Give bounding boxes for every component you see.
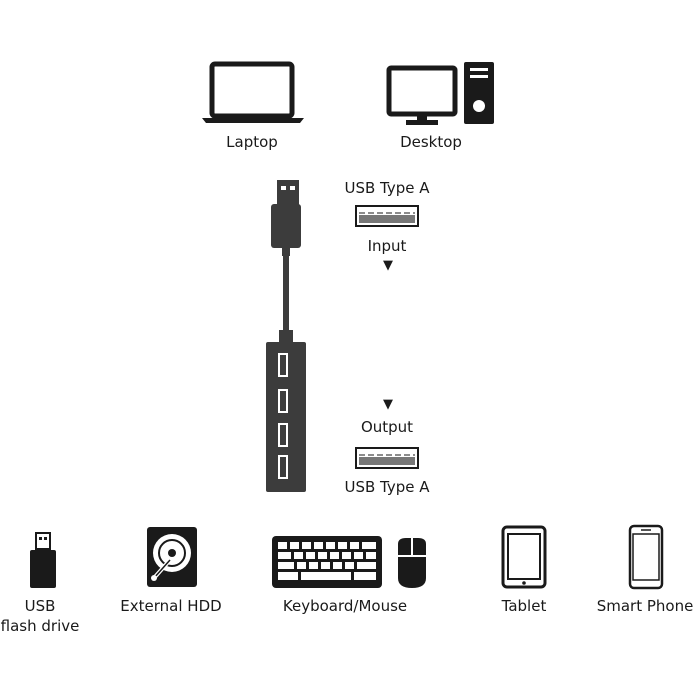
smartphone-label: Smart Phone xyxy=(596,597,694,615)
usb-flash-drive-icon xyxy=(30,532,56,588)
laptop-icon xyxy=(202,61,304,123)
hard-disk-icon xyxy=(147,527,197,587)
input-label: Input xyxy=(367,237,407,255)
usb-type-a-port-icon xyxy=(355,447,419,469)
smartphone-icon xyxy=(628,524,664,590)
tablet-icon xyxy=(501,525,547,589)
input-arrow: ▼ xyxy=(383,258,393,273)
external-hdd-label: External HDD xyxy=(120,597,222,615)
flash-drive-label-line2: flash drive xyxy=(0,617,80,635)
laptop-label: Laptop xyxy=(226,133,278,151)
usb-hub-icon xyxy=(266,180,306,492)
output-label: Output xyxy=(360,418,414,436)
keyboard-mouse-label: Keyboard/Mouse xyxy=(282,597,408,615)
input-port-type-label: USB Type A xyxy=(344,179,430,197)
flash-drive-label-line1: USB xyxy=(24,597,56,615)
usb-type-a-port-icon xyxy=(355,205,419,227)
keyboard-mouse-icon xyxy=(272,536,426,588)
output-arrow: ▼ xyxy=(383,397,393,412)
desktop-label: Desktop xyxy=(400,133,462,151)
tablet-label: Tablet xyxy=(501,597,547,615)
desktop-computer-icon xyxy=(386,62,494,125)
output-port-type-label: USB Type A xyxy=(344,478,430,496)
